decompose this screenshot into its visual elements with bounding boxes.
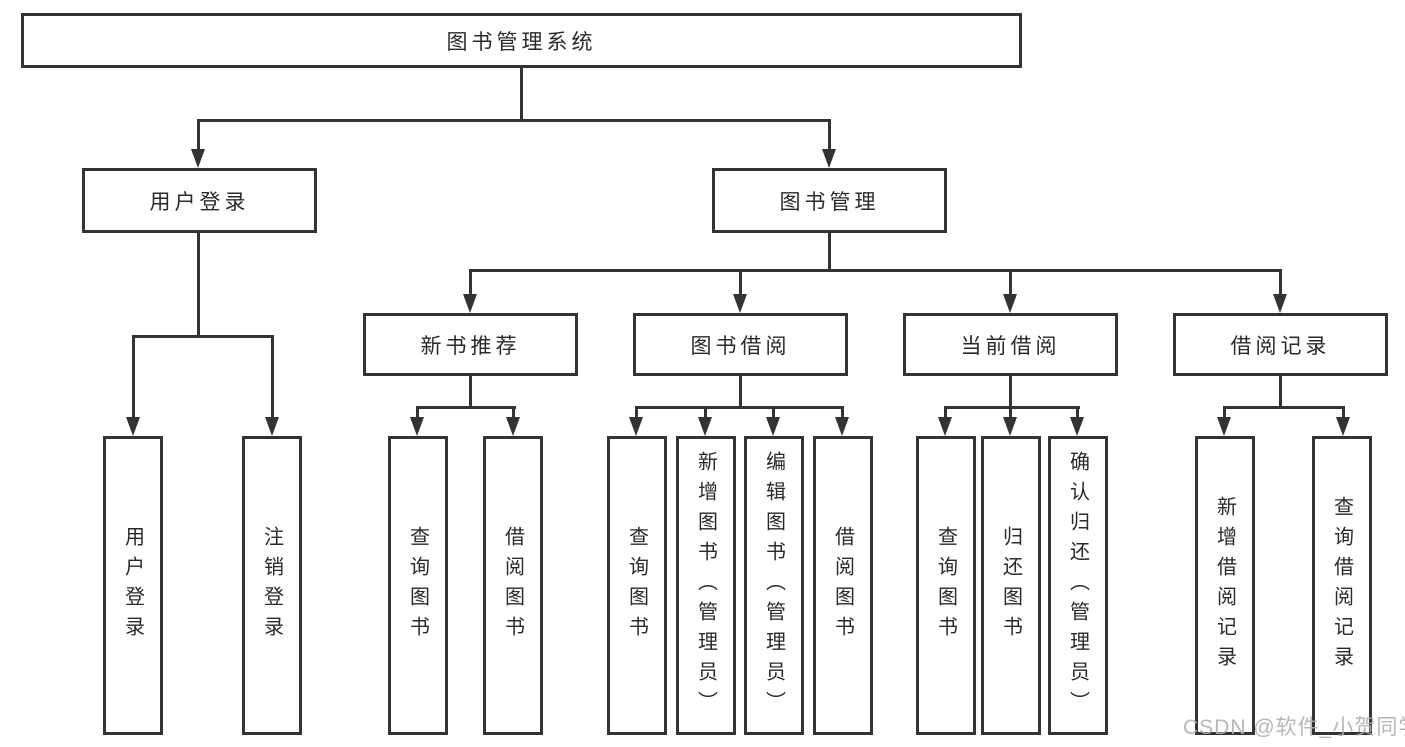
leaf-query-books-current: 查询图书 xyxy=(916,436,976,735)
arrowhead-current-borrow xyxy=(1003,294,1017,313)
connector-drop-leaf xyxy=(512,406,515,418)
leaf-label: 查询借阅记录 xyxy=(1330,495,1353,676)
leaf-label: 归还图书 xyxy=(999,525,1022,646)
arrowhead-borrow-record xyxy=(1273,294,1287,313)
connector-drop-book-management xyxy=(828,119,831,151)
connector-drop-leaf xyxy=(1076,406,1079,418)
node-label: 新书推荐 xyxy=(420,334,521,358)
leaf-logout: 注销登录 xyxy=(242,436,302,735)
node-new-book-recommend: 新书推荐 xyxy=(363,313,578,376)
leaf-add-borrow-record: 新增借阅记录 xyxy=(1195,436,1255,735)
connector-book-borrow-stem xyxy=(739,376,742,408)
connector-drop-leaf xyxy=(944,406,947,418)
connector-user-login-rail xyxy=(132,335,274,338)
connector-borrow-record-stem xyxy=(1279,376,1282,408)
leaf-label: 查询图书 xyxy=(406,525,429,646)
connector-drop-borrow-record xyxy=(1279,269,1282,295)
arrowhead-leaf xyxy=(506,417,520,436)
leaf-label: 用户登录 xyxy=(121,525,144,646)
node-label: 借阅记录 xyxy=(1230,334,1331,358)
connector-drop-login-leaf xyxy=(132,335,135,418)
node-label: 图书管理系统 xyxy=(446,30,597,54)
connector-new-book-stem xyxy=(469,376,472,408)
connector-drop-leaf xyxy=(1009,406,1012,418)
leaf-return-books: 归还图书 xyxy=(981,436,1041,735)
leaf-label: 借阅图书 xyxy=(831,525,854,646)
arrowhead-new-book xyxy=(463,294,477,313)
leaf-label: 确认归还（管理员） xyxy=(1066,450,1089,721)
leaf-query-books-recommend: 查询图书 xyxy=(388,436,448,735)
connector-book-management-stem xyxy=(828,233,831,271)
arrowhead-leaf xyxy=(1003,417,1017,436)
leaf-borrow-books-recommend: 借阅图书 xyxy=(483,436,543,735)
leaf-label: 查询图书 xyxy=(934,525,957,646)
leaf-borrow-books: 借阅图书 xyxy=(813,436,873,735)
connector-drop-new-book xyxy=(469,269,472,295)
connector-drop-leaf xyxy=(841,406,844,418)
node-label: 当前借阅 xyxy=(960,334,1061,358)
leaf-add-books-admin: 新增图书（管理员） xyxy=(676,436,736,735)
connector-book-management-rail xyxy=(469,269,1282,272)
csdn-watermark: CSDN @软件_小贺同学 xyxy=(1183,716,1405,739)
node-borrowing-records: 借阅记录 xyxy=(1173,313,1388,376)
leaf-label: 查询图书 xyxy=(625,525,648,646)
node-label: 图书管理 xyxy=(779,190,880,214)
connector-drop-leaf xyxy=(416,406,419,418)
leaf-label: 注销登录 xyxy=(260,525,283,646)
arrowhead-leaf xyxy=(835,417,849,436)
connector-drop-leaf xyxy=(1342,406,1345,418)
connector-drop-current-borrow xyxy=(1009,269,1012,295)
connector-drop-book-borrow xyxy=(739,269,742,295)
leaf-edit-books-admin: 编辑图书（管理员） xyxy=(744,436,804,735)
node-label: 图书借阅 xyxy=(690,334,791,358)
node-user-login: 用户登录 xyxy=(82,168,317,233)
leaf-label: 新增图书（管理员） xyxy=(694,450,717,721)
arrowhead-leaf xyxy=(1336,417,1350,436)
arrowhead-book-borrow xyxy=(733,294,747,313)
arrowhead-book-management xyxy=(822,149,836,168)
arrowhead-leaf xyxy=(629,417,643,436)
arrowhead-user-login xyxy=(191,149,205,168)
connector-root-rail xyxy=(197,119,831,122)
leaf-label: 借阅图书 xyxy=(501,525,524,646)
connector-new-book-rail xyxy=(416,406,516,409)
connector-book-borrow-rail xyxy=(635,406,844,409)
connector-drop-leaf xyxy=(635,406,638,418)
arrowhead-leaf xyxy=(1217,417,1231,436)
node-label: 用户登录 xyxy=(149,190,250,214)
connector-borrow-record-rail xyxy=(1223,406,1345,409)
connector-drop-leaf xyxy=(772,406,775,418)
connector-drop-user-login xyxy=(197,119,200,151)
leaf-label: 新增借阅记录 xyxy=(1213,495,1236,676)
arrowhead-leaf xyxy=(766,417,780,436)
node-library-management-system: 图书管理系统 xyxy=(21,13,1022,68)
connector-current-borrow-stem xyxy=(1009,376,1012,408)
arrowhead-leaf xyxy=(698,417,712,436)
node-current-borrowing: 当前借阅 xyxy=(903,313,1118,376)
connector-drop-logout-leaf xyxy=(271,335,274,418)
arrowhead-leaf xyxy=(410,417,424,436)
leaf-label: 编辑图书（管理员） xyxy=(762,450,785,721)
arrowhead-login-leaf xyxy=(126,417,140,436)
leaf-query-books-borrowing: 查询图书 xyxy=(607,436,667,735)
leaf-query-borrow-record: 查询借阅记录 xyxy=(1312,436,1372,735)
connector-drop-leaf xyxy=(1223,406,1226,418)
arrowhead-leaf xyxy=(938,417,952,436)
node-book-borrowing: 图书借阅 xyxy=(633,313,848,376)
connector-user-login-stem xyxy=(197,233,200,337)
leaf-user-login: 用户登录 xyxy=(103,436,163,735)
connector-current-borrow-rail xyxy=(944,406,1080,409)
leaf-confirm-return-admin: 确认归还（管理员） xyxy=(1048,436,1108,735)
arrowhead-leaf xyxy=(1070,417,1084,436)
connector-root-stem xyxy=(520,68,523,120)
node-book-management: 图书管理 xyxy=(712,168,947,233)
arrowhead-logout-leaf xyxy=(265,417,279,436)
connector-drop-leaf xyxy=(704,406,707,418)
